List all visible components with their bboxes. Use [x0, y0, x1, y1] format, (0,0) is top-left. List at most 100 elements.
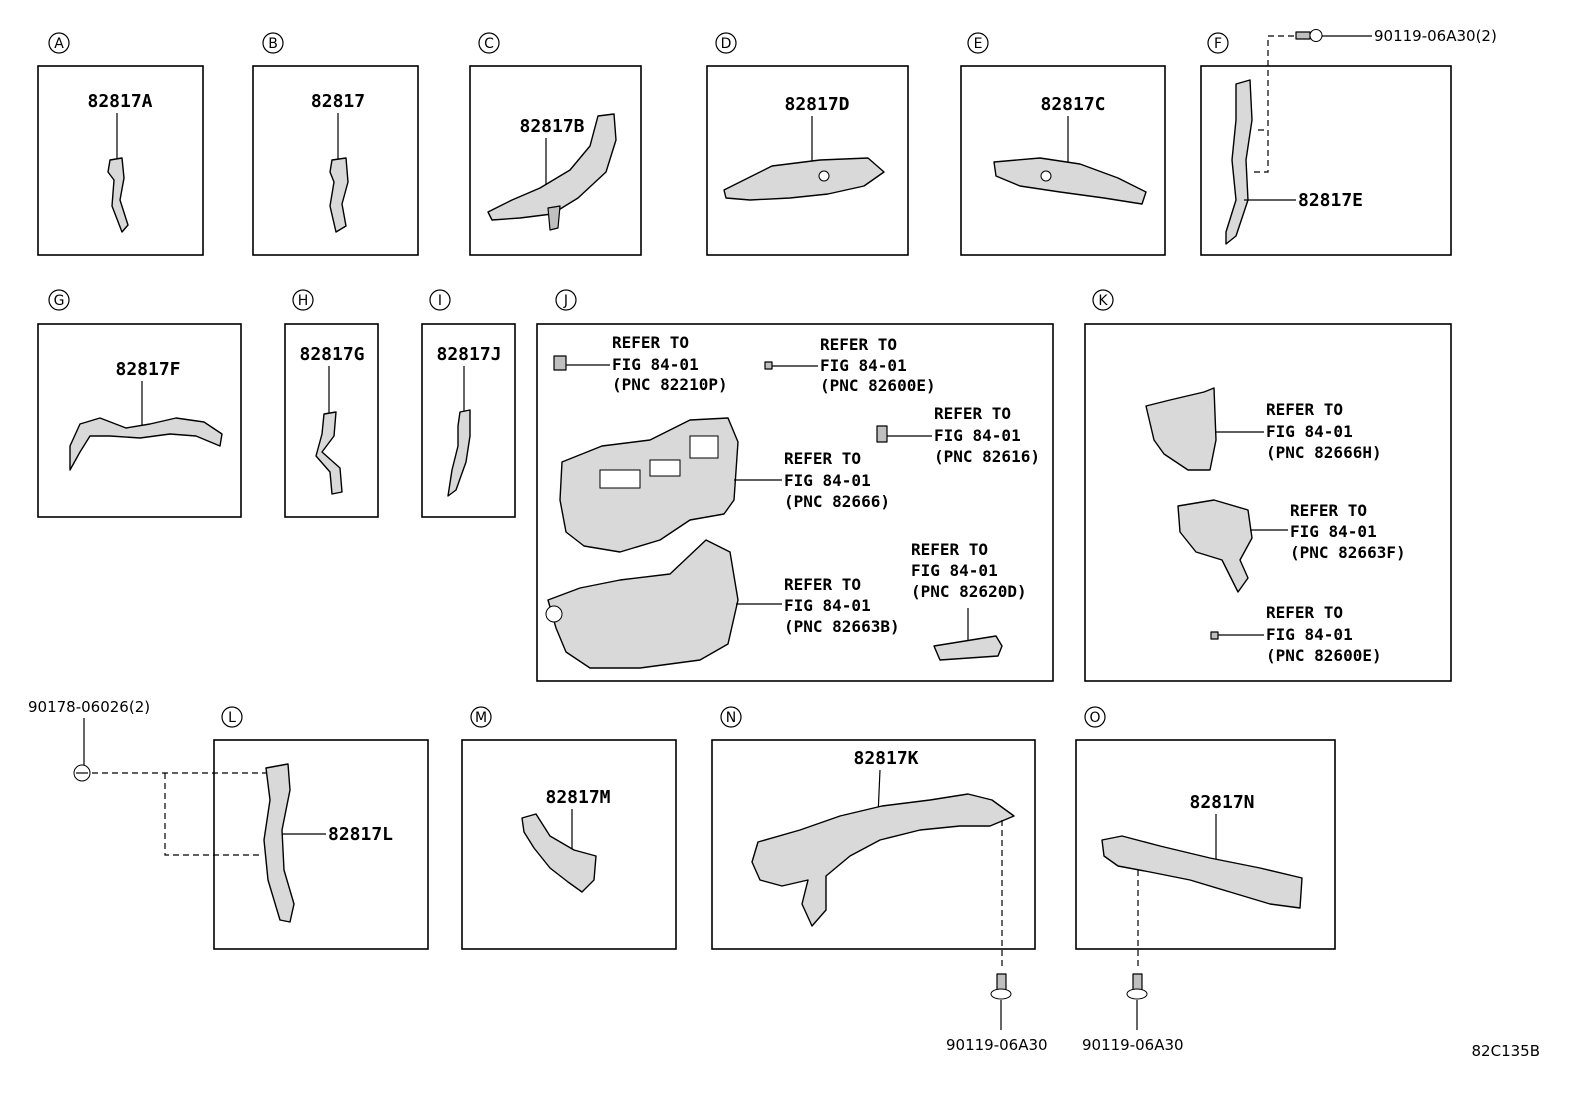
part-number-i[interactable]: 82817J	[436, 344, 501, 365]
section-c-marker	[478, 32, 500, 54]
section-d-letter: D	[721, 36, 732, 52]
bolt-number-f[interactable]: 90119-06A30(2)	[1374, 27, 1497, 45]
section-j-letter: J	[563, 293, 568, 309]
part-number-o[interactable]: 82817N	[1189, 792, 1254, 813]
part-number-c[interactable]: 82817B	[519, 116, 584, 137]
section-c-letter: C	[484, 36, 494, 52]
ref-j5-line1: REFER TO	[911, 540, 988, 559]
section-n-box	[711, 739, 1036, 950]
section-o[interactable]: O 82817N 90119-06A30	[1075, 706, 1336, 1054]
clip-90178[interactable]: 90178-06026(2)	[28, 698, 268, 856]
section-g-marker	[48, 289, 70, 311]
bracket-part-l[interactable]	[263, 763, 295, 923]
part-number-m[interactable]: 82817M	[545, 787, 610, 808]
ref-k3-line2[interactable]: FIG 84-01	[1266, 625, 1353, 644]
housing-part-k1[interactable]	[1145, 387, 1217, 471]
bracket-part-e[interactable]	[993, 157, 1147, 205]
section-g[interactable]: G 82817F	[37, 289, 242, 518]
bracket-part-g[interactable]	[69, 417, 223, 471]
bracket-part-d[interactable]	[723, 157, 885, 201]
bracket-part-a[interactable]	[107, 157, 129, 233]
bracket-part-h[interactable]	[315, 411, 343, 495]
dashed-leader-f	[1252, 35, 1294, 173]
ref-j4-line1: REFER TO	[784, 449, 861, 468]
housing-part-j6[interactable]	[547, 539, 739, 669]
ref-j4-line2[interactable]: FIG 84-01	[784, 471, 871, 490]
section-b[interactable]: B 82817	[252, 32, 419, 256]
bolt-icon[interactable]	[1126, 973, 1148, 1000]
part-number-d[interactable]: 82817D	[784, 94, 849, 115]
part-number-e[interactable]: 82817C	[1040, 94, 1105, 115]
ref-j6-line1: REFER TO	[784, 575, 861, 594]
clip-part-k3[interactable]	[1210, 631, 1219, 640]
section-m-letter: M	[475, 710, 487, 726]
section-a-marker	[48, 32, 70, 54]
section-k-marker	[1092, 289, 1114, 311]
section-i[interactable]: I 82817J	[421, 289, 516, 518]
ref-j2-line1: REFER TO	[820, 335, 897, 354]
part-number-a[interactable]: 82817A	[87, 91, 152, 112]
ref-k3-line1: REFER TO	[1266, 603, 1343, 622]
part-number-l[interactable]: 82817L	[328, 824, 393, 845]
clip-part-j3[interactable]	[876, 425, 888, 443]
section-n[interactable]: N 82817K 90119-06A30	[711, 706, 1048, 1054]
section-e-box	[960, 65, 1166, 256]
section-h-box	[284, 323, 379, 518]
section-m-box	[461, 739, 677, 950]
section-f[interactable]: F 90119-06A30(2) 82817E	[1200, 27, 1497, 256]
bolt-number-n[interactable]: 90119-06A30	[946, 1036, 1048, 1054]
section-m[interactable]: M 82817M	[461, 706, 677, 950]
bracket-part-n[interactable]	[751, 793, 1015, 927]
section-d-box	[706, 65, 909, 256]
clip-part-j5[interactable]	[933, 635, 1003, 661]
ref-j3-line2[interactable]: FIG 84-01	[934, 426, 1021, 445]
section-l[interactable]: L 82817L	[213, 706, 429, 950]
bracket-part-c[interactable]	[487, 113, 617, 221]
section-i-letter: I	[438, 293, 442, 309]
ref-j5-line2[interactable]: FIG 84-01	[911, 561, 998, 580]
ref-k1-line2[interactable]: FIG 84-01	[1266, 422, 1353, 441]
clip-part-j2[interactable]	[764, 361, 773, 370]
housing-part-k2[interactable]	[1177, 499, 1253, 593]
section-k-letter: K	[1098, 293, 1108, 309]
ref-j3-line3: (PNC 82616)	[934, 447, 1040, 466]
bolt-icon[interactable]	[990, 973, 1012, 1000]
housing-j4-slot-1	[599, 469, 641, 489]
part-number-b[interactable]: 82817	[311, 91, 365, 112]
section-h[interactable]: H 82817G	[284, 289, 379, 518]
section-m-marker	[470, 706, 492, 728]
section-a-box	[37, 65, 204, 256]
bracket-part-o[interactable]	[1101, 835, 1303, 909]
clip-number-l[interactable]: 90178-06026(2)	[28, 698, 150, 716]
bolt-number-o[interactable]: 90119-06A30	[1082, 1036, 1184, 1054]
dashed-leader-l2	[164, 773, 262, 856]
part-number-n[interactable]: 82817K	[853, 748, 918, 769]
section-o-box	[1075, 739, 1336, 950]
part-number-f[interactable]: 82817E	[1298, 190, 1363, 211]
clip-part-j1[interactable]	[553, 355, 567, 371]
part-number-h[interactable]: 82817G	[299, 344, 364, 365]
section-k[interactable]: K REFER TO FIG 84-01 (PNC 82666H) REFER …	[1084, 289, 1452, 682]
bolt-f-shank	[1295, 31, 1311, 40]
bracket-part-i[interactable]	[447, 409, 471, 497]
bolt-o-head	[1126, 988, 1148, 1000]
ref-j1-line2[interactable]: FIG 84-01	[612, 355, 699, 374]
bracket-part-b[interactable]	[329, 157, 349, 233]
bracket-part-f[interactable]	[1225, 79, 1253, 245]
section-e[interactable]: E 82817C	[960, 32, 1166, 256]
section-k-box	[1084, 323, 1452, 682]
section-e-letter: E	[974, 36, 983, 52]
housing-j6-hole	[545, 605, 563, 623]
section-b-box	[252, 65, 419, 256]
section-c[interactable]: C 82817B	[469, 32, 642, 256]
section-d[interactable]: D 82817D	[706, 32, 909, 256]
ref-k2-line2[interactable]: FIG 84-01	[1290, 522, 1377, 541]
section-a[interactable]: A 82817A	[37, 32, 204, 256]
section-j[interactable]: J REFER TO FIG 84-01 (PNC 82210P) REFER …	[536, 289, 1054, 682]
ref-j2-line2[interactable]: FIG 84-01	[820, 356, 907, 375]
bolt-icon[interactable]	[1295, 29, 1323, 42]
ref-j6-line2[interactable]: FIG 84-01	[784, 596, 871, 615]
part-number-g[interactable]: 82817F	[115, 359, 180, 380]
bracket-part-m[interactable]	[521, 813, 597, 893]
